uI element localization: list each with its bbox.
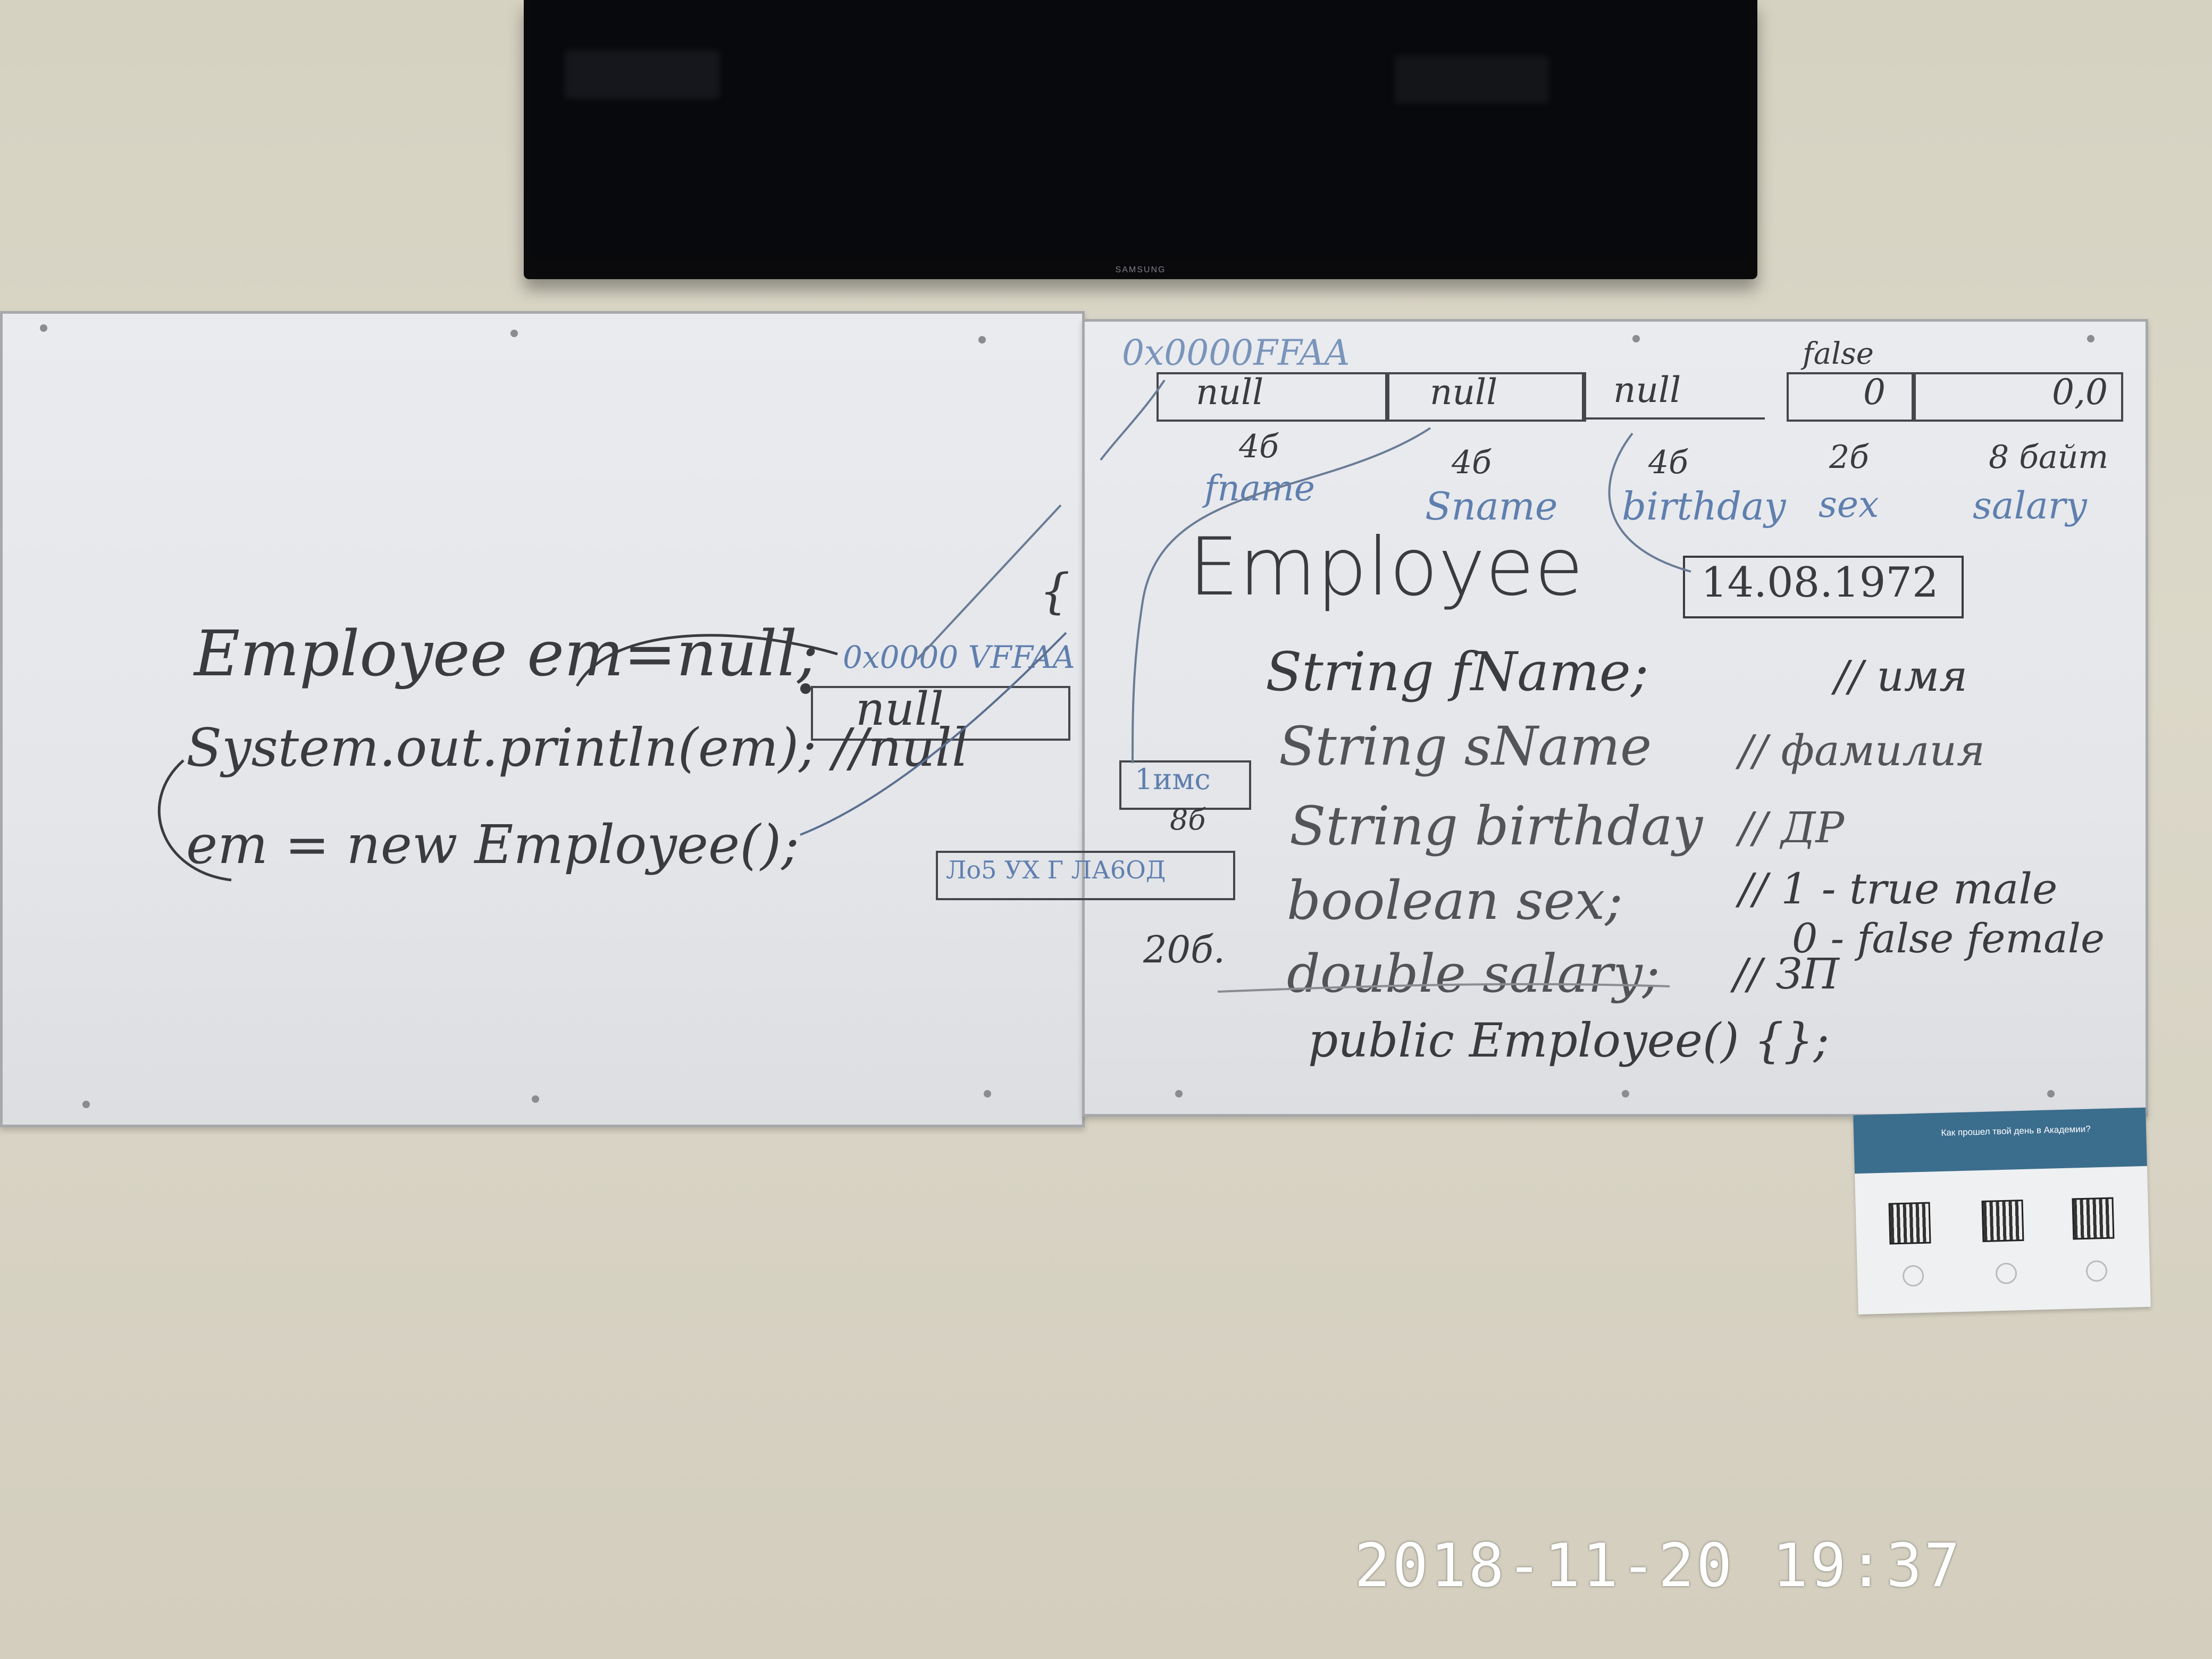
screen-reflection <box>565 51 719 98</box>
field-comment: // ДР <box>1739 803 1845 852</box>
smiley-icon <box>1902 1264 1924 1287</box>
board-screw <box>2047 1090 2055 1097</box>
object-address: 0x0000FFAA <box>1122 332 1350 373</box>
memory-cell-fname: null <box>1157 372 1389 422</box>
class-name: Employee <box>1188 521 1583 614</box>
string-bytes-value: Ло5 УХ Г ЛА6ОД <box>946 856 1166 884</box>
code-new-instance: em = new Employee(); <box>186 814 799 876</box>
right-whiteboard: 0x0000FFAA false null null null 0 0,0 4б… <box>1082 319 2148 1117</box>
tv-screen <box>533 0 1748 258</box>
cell-size: 8 байт <box>1989 439 2109 476</box>
poster-banner: Как прошел твой день в Академии? <box>1853 1107 2147 1174</box>
board-screw <box>978 336 986 343</box>
qr-code[interactable] <box>1981 1199 2024 1242</box>
constructor-line: public Employee() {}; <box>1308 1013 1830 1068</box>
field-comment: // имя <box>1834 651 1968 701</box>
reference-box-value: 1имс <box>1135 763 1211 796</box>
cell-size: 4б <box>1239 428 1279 465</box>
screen-reflection <box>1395 56 1549 104</box>
memory-cell-birthday: null <box>1582 370 1765 420</box>
smiley-icon <box>2085 1260 2108 1282</box>
qr-code[interactable] <box>2072 1197 2115 1240</box>
brace-mark: { <box>1040 564 1070 619</box>
memory-cell-value: 0,0 <box>2052 372 2108 413</box>
reference-box: 1имс <box>1119 760 1251 810</box>
field-comment: // фамилия <box>1739 726 1985 775</box>
field-label: birthday <box>1622 484 1786 529</box>
board-screw <box>82 1101 90 1108</box>
code-declaration: Employee em=null; <box>194 617 819 690</box>
field-declaration: double salary; <box>1287 944 1660 1004</box>
reference-size: 8б <box>1170 803 1206 836</box>
arrow-sketches <box>157 504 1067 882</box>
field-comment: // 1 - true male <box>1739 864 2058 914</box>
feedback-poster: Как прошел твой день в Академии? <box>1853 1107 2151 1315</box>
field-label: fname <box>1204 468 1315 509</box>
memory-box: null <box>811 683 1070 741</box>
left-whiteboard: Employee em=null; null 0x0000 VFFAA Syst… <box>0 311 1085 1127</box>
tv-brand-logo: SAMSUNG <box>1115 265 1166 274</box>
memory-cell-value: 0 <box>1863 372 1886 413</box>
code-print-line: System.out.println(em); //null <box>186 718 969 778</box>
memory-cell-sex: 0 <box>1787 372 1916 422</box>
cell-size: 2б <box>1829 439 1869 476</box>
board-screw <box>510 330 518 337</box>
cell-size: 4б <box>1648 444 1688 481</box>
memory-cell-sname: null <box>1385 372 1586 422</box>
board-screw <box>2087 335 2094 342</box>
memory-address: 0x0000 VFFAA <box>843 639 1075 675</box>
cell-size: 4б <box>1452 444 1492 481</box>
field-comment: 0 - false female <box>1792 915 2105 962</box>
field-label: salary <box>1973 484 2087 527</box>
field-label: Sname <box>1425 484 1558 529</box>
board-screw <box>984 1090 991 1097</box>
birthday-value: 14.08.1972 <box>1701 559 1939 607</box>
board-screw <box>40 324 47 332</box>
string-bytes-box: Ло5 УХ Г ЛА6ОД <box>936 851 1235 900</box>
birthday-value-box: 14.08.1972 <box>1683 556 1964 618</box>
board-screw <box>1622 1090 1629 1097</box>
smiley-icon <box>1995 1262 2017 1285</box>
field-declaration: String birthday <box>1289 795 1703 857</box>
memory-cell-salary: 0,0 <box>1912 372 2123 422</box>
board-screw <box>1632 335 1640 342</box>
field-declaration: String sName <box>1279 715 1652 777</box>
string-bytes-size: 20б. <box>1143 928 1226 971</box>
memory-cell-value: null <box>1430 372 1498 413</box>
memory-box-value: null <box>856 683 944 736</box>
field-declaration: String fName; <box>1266 641 1649 703</box>
field-declaration: boolean sex; <box>1287 869 1623 932</box>
board-screw <box>532 1095 539 1103</box>
field-comment: // ЗП <box>1733 949 1839 999</box>
photo-timestamp: 2018-11-20 19:37 <box>1354 1531 1962 1601</box>
arrow-sketches <box>1100 379 1691 993</box>
board-screw <box>1175 1090 1183 1097</box>
false-label: false <box>1803 337 1874 371</box>
wall-tv: SAMSUNG <box>524 0 1757 279</box>
memory-cell-value: null <box>1196 372 1264 413</box>
memory-cell-value: null <box>1613 370 1681 410</box>
qr-code[interactable] <box>1888 1202 1931 1245</box>
field-label: sex <box>1819 484 1879 526</box>
